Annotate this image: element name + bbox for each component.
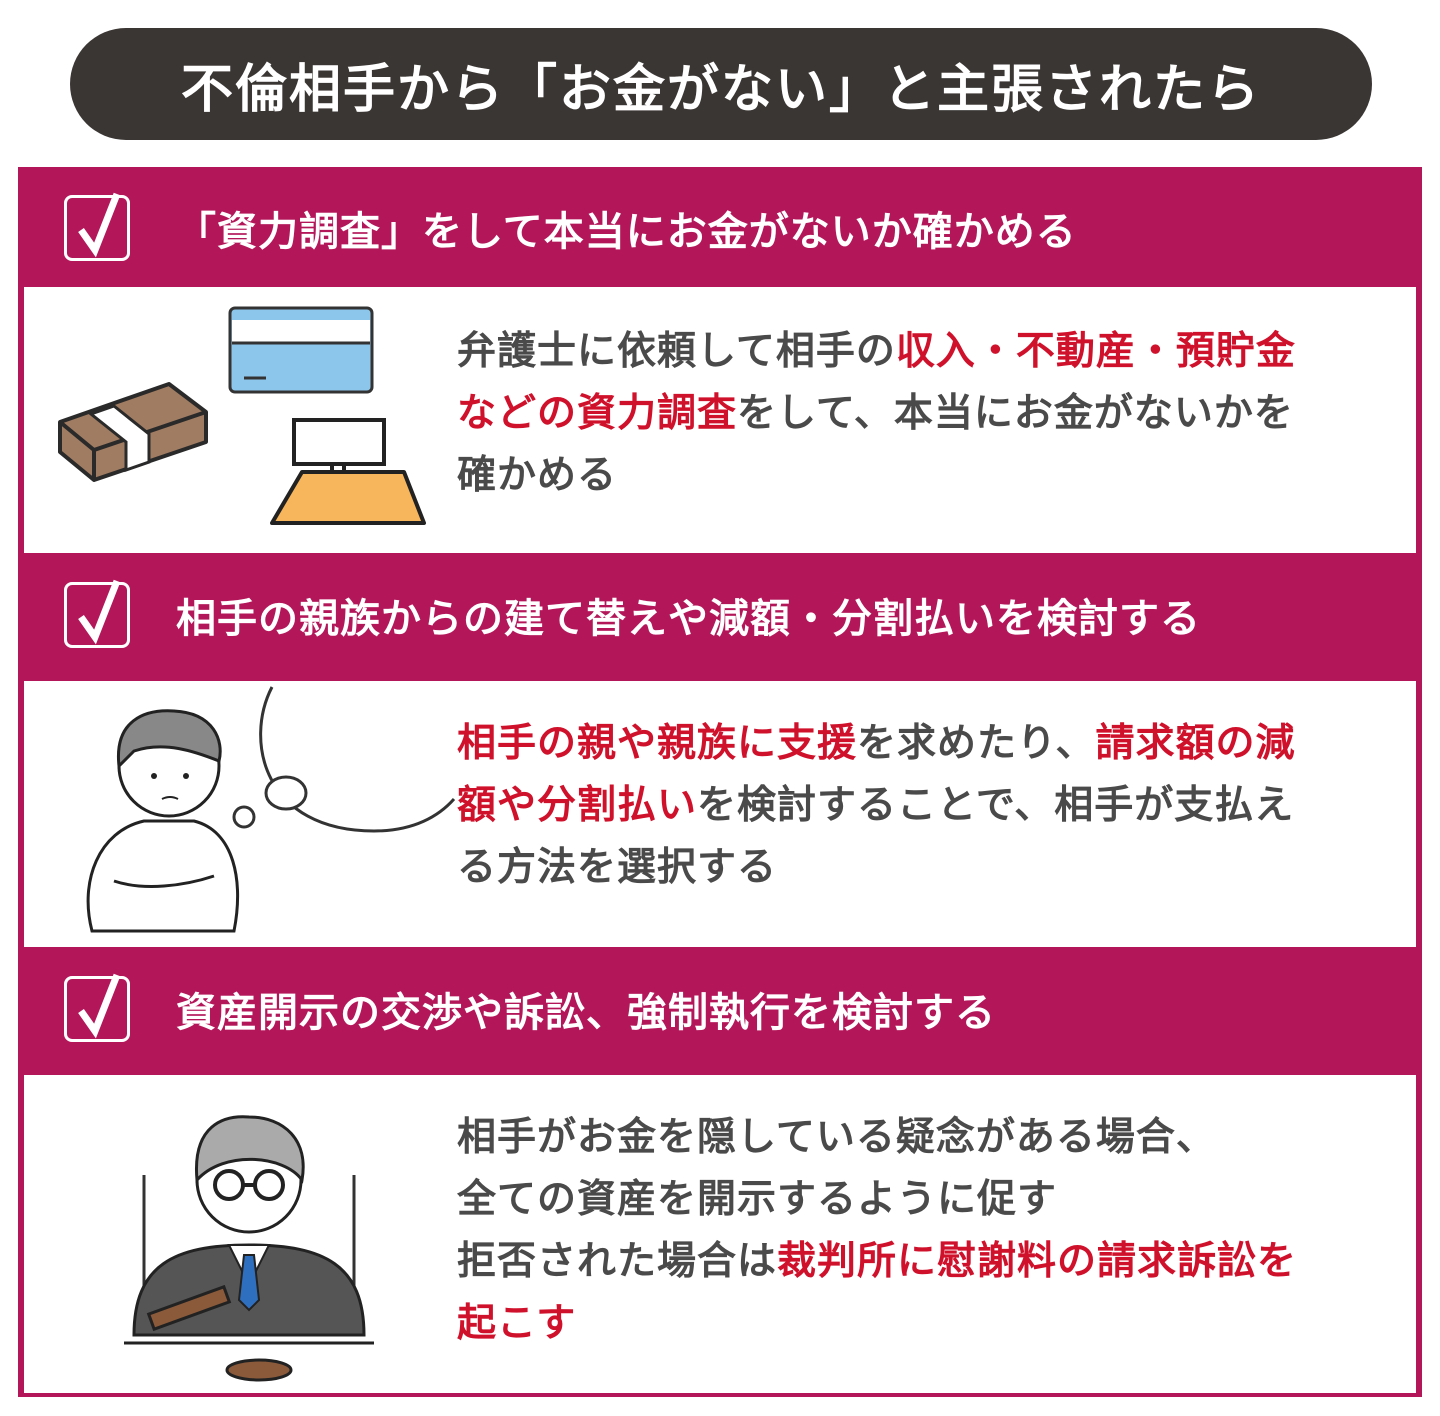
- section-2-heading: 相手の親族からの建て替えや減額・分割払いを検討する: [176, 596, 1201, 642]
- section-3-body: 相手がお金を隠している疑念がある場合、全ての資産を開示するように促す拒否された場…: [24, 1075, 1416, 1393]
- section-2-body: 相手の親や親族に支援を求めたり、請求額の減額や分割払いを検討することで、相手が支…: [24, 681, 1416, 947]
- section-1-header: 「資力調査」をして本当にお金がないか確かめる: [18, 170, 1422, 286]
- section-2-text: 相手の親や親族に支援を求めたり、請求額の減額や分割払いを検討することで、相手が支…: [457, 713, 1295, 899]
- body-text: 拒否された場合は: [457, 1239, 778, 1284]
- text-line: などの資力調査をして、本当にお金がないかを: [457, 383, 1296, 445]
- checkbox-icon: [64, 579, 130, 648]
- highlight-text: 相手の親や親族に支援: [457, 721, 858, 766]
- highlight-text: などの資力調査: [457, 391, 738, 436]
- checkbox-icon: [64, 973, 130, 1042]
- text-line: 相手がお金を隠している疑念がある場合、: [457, 1107, 1297, 1169]
- highlight-text: 起こす: [457, 1301, 577, 1346]
- section-2-header: 相手の親族からの建て替えや減額・分割払いを検討する: [18, 557, 1422, 673]
- section-1-heading: 「資力調査」をして本当にお金がないか確かめる: [176, 209, 1077, 255]
- text-line: 弁護士に依頼して相手の収入・不動産・預貯金: [457, 321, 1296, 383]
- page-title: 不倫相手から「お金がない」と主張されたら: [70, 28, 1372, 140]
- body-text: 弁護士に依頼して相手の: [457, 329, 896, 374]
- text-line: 起こす: [457, 1293, 1297, 1355]
- text-line: る方法を選択する: [457, 837, 1295, 899]
- body-text: 全ての資産を開示するように促す: [457, 1177, 1058, 1222]
- body-text: を検討することで、相手が支払え: [697, 783, 1295, 828]
- section-1-body: 弁護士に依頼して相手の収入・不動産・預貯金などの資力調査をして、本当にお金がない…: [24, 287, 1416, 553]
- section-3-heading: 資産開示の交渉や訴訟、強制執行を検討する: [176, 990, 996, 1036]
- highlight-text: 裁判所に慰謝料の請求訴訟を: [777, 1239, 1298, 1284]
- text-line: 拒否された場合は裁判所に慰謝料の請求訴訟を: [457, 1231, 1297, 1293]
- text-line: 確かめる: [457, 445, 1296, 507]
- body-text: を求めたり、: [857, 721, 1096, 766]
- body-text: 確かめる: [457, 453, 618, 498]
- section-3-header: 資産開示の交渉や訴訟、強制執行を検討する: [18, 951, 1422, 1067]
- body-text: る方法を選択する: [457, 845, 778, 890]
- highlight-text: 額や分割払い: [457, 783, 698, 828]
- highlight-text: 請求額の減: [1095, 721, 1296, 766]
- thinking-person-icon: [86, 686, 456, 933]
- body-text: をして、本当にお金がないかを: [737, 391, 1294, 436]
- text-line: 全ての資産を開示するように促す: [457, 1169, 1297, 1231]
- text-line: 額や分割払いを検討することで、相手が支払え: [457, 775, 1295, 837]
- section-1-text: 弁護士に依頼して相手の収入・不動産・預貯金などの資力調査をして、本当にお金がない…: [457, 321, 1296, 507]
- money-card-register-icon: [58, 306, 426, 525]
- body-text: 相手がお金を隠している疑念がある場合、: [457, 1115, 1216, 1160]
- section-3-text: 相手がお金を隠している疑念がある場合、全ての資産を開示するように促す拒否された場…: [457, 1107, 1297, 1355]
- steps-frame: 「資力調査」をして本当にお金がないか確かめる 弁護士に依頼して相手の収入・不動産…: [18, 167, 1422, 1397]
- highlight-text: 収入・不動産・預貯金: [895, 329, 1296, 374]
- judge-gavel-icon: [124, 1115, 374, 1382]
- text-line: 相手の親や親族に支援を求めたり、請求額の減: [457, 713, 1295, 775]
- checkbox-icon: [64, 192, 130, 261]
